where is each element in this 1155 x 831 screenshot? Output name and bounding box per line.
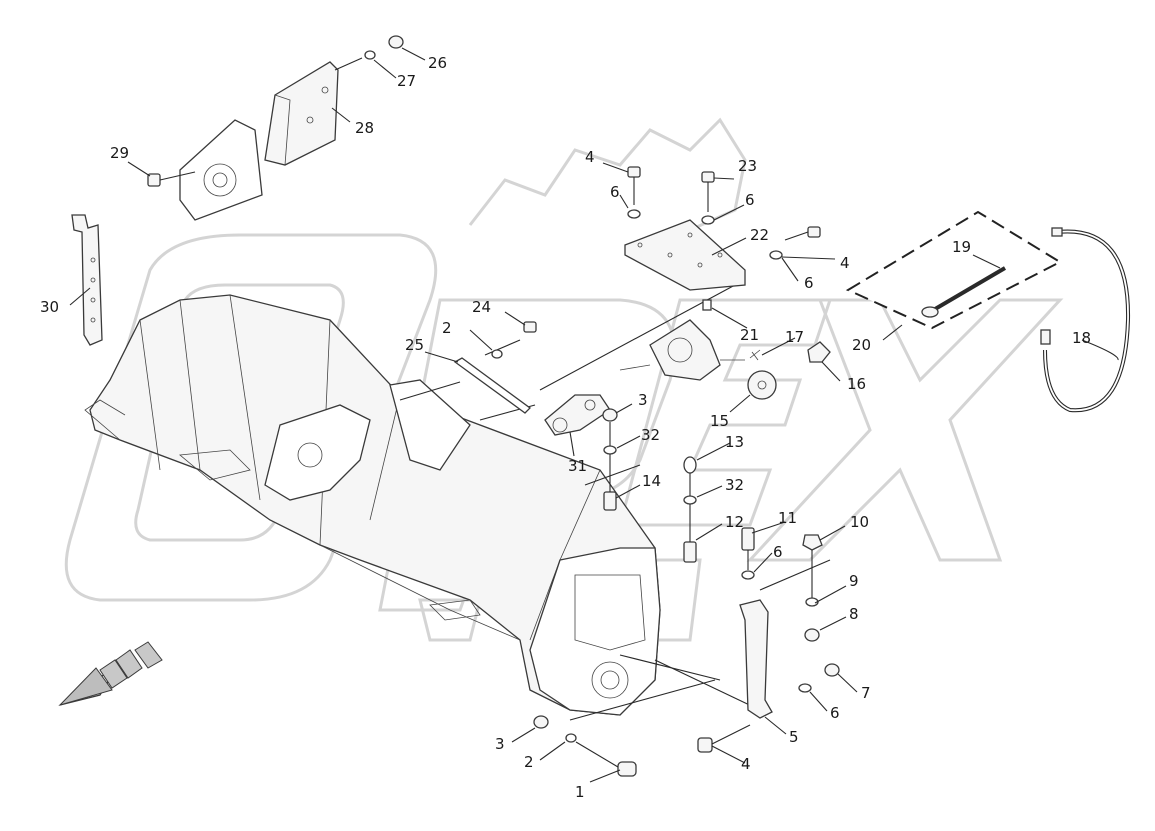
callout-24: 24 <box>472 298 491 316</box>
callout-31: 31 <box>568 457 587 475</box>
callout-7: 7 <box>861 684 871 702</box>
part-29-bolt-and-plate <box>147 119 263 221</box>
callout-6-mid: 6 <box>773 543 783 561</box>
callout-8: 8 <box>849 605 859 623</box>
part-30-bracket <box>71 214 103 346</box>
callout-11: 11 <box>778 509 797 527</box>
callout-28: 28 <box>355 119 374 137</box>
bottom-bolt-1-2-3 <box>533 715 637 777</box>
callout-1: 1 <box>575 783 585 801</box>
callout-27: 27 <box>397 72 416 90</box>
callout-3-bottom: 3 <box>495 735 505 753</box>
callout-17: 17 <box>785 328 804 346</box>
callout-20: 20 <box>852 336 871 354</box>
part-26-27-nut-washer <box>334 35 404 71</box>
callout-32-right: 32 <box>725 476 744 494</box>
callout-4-right: 4 <box>840 254 850 272</box>
callout-leaders <box>69 47 1119 783</box>
callout-29: 29 <box>110 144 129 162</box>
callout-26: 26 <box>428 54 447 72</box>
callout-23: 23 <box>738 157 757 175</box>
callout-14: 14 <box>642 472 661 490</box>
direction-arrow-icon <box>58 641 163 707</box>
gearbox <box>619 319 745 381</box>
callout-16: 16 <box>847 375 866 393</box>
callout-2-bottom: 2 <box>524 753 534 771</box>
callout-19: 19 <box>952 238 971 256</box>
callout-18: 18 <box>1072 329 1091 347</box>
callout-4-bottom: 4 <box>741 755 751 773</box>
callout-15: 15 <box>710 412 729 430</box>
callout-21: 21 <box>740 326 759 344</box>
callout-9: 9 <box>849 572 859 590</box>
part-28-angle-bracket <box>264 61 339 166</box>
part-22-mounting-plate <box>624 219 746 291</box>
callout-2-top: 2 <box>442 319 452 337</box>
callout-6-top-left: 6 <box>610 183 620 201</box>
callout-32-left: 32 <box>641 426 660 444</box>
fastener-stack-3-32-14 <box>602 408 618 511</box>
callout-25: 25 <box>405 336 424 354</box>
callout-10: 10 <box>850 513 869 531</box>
callout-labels: 1 2 3 4 5 6 7 8 9 10 11 12 6 32 13 14 32… <box>40 54 1091 801</box>
callout-30: 30 <box>40 298 59 316</box>
callout-6-top-right: 6 <box>745 191 755 209</box>
plate-bolts-and-washers <box>627 166 821 311</box>
part-31-coupling <box>544 394 611 436</box>
callout-4-top: 4 <box>585 148 595 166</box>
main-beam-assembly <box>84 294 661 716</box>
bracket-5-assembly <box>697 527 840 753</box>
callout-6-right: 6 <box>804 274 814 292</box>
fastener-stack-13-32 <box>683 456 697 563</box>
part-18-cable <box>1040 227 1131 413</box>
callout-5: 5 <box>789 728 799 746</box>
callout-13: 13 <box>725 433 744 451</box>
part-15-16-17 <box>747 341 831 400</box>
callout-6-lower: 6 <box>830 704 840 722</box>
callout-3-mid: 3 <box>638 391 648 409</box>
callout-12: 12 <box>725 513 744 531</box>
part-20-cover-19-rod <box>845 210 1063 330</box>
callout-22: 22 <box>750 226 769 244</box>
part-25-strap <box>453 321 537 414</box>
